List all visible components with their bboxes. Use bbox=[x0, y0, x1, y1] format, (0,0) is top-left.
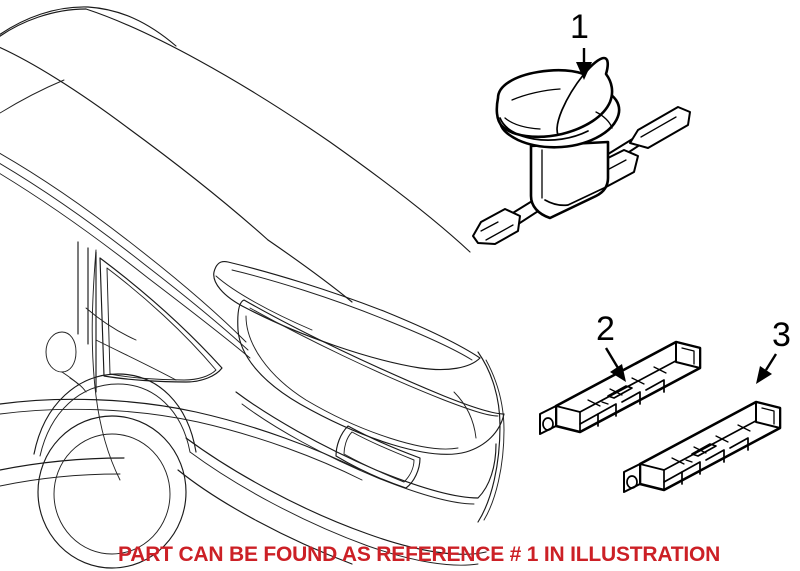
reference-caption: PART CAN BE FOUND AS REFERENCE # 1 IN IL… bbox=[118, 543, 721, 566]
antenna-amplifier-module-upper bbox=[539, 340, 702, 435]
vehicle-outline bbox=[0, 6, 505, 569]
roof-shark-fin-antenna bbox=[472, 56, 691, 245]
antenna-amplifier-module-lower bbox=[623, 400, 782, 493]
callout-2-number: 2 bbox=[596, 310, 615, 348]
callout-1-arrowhead bbox=[576, 62, 592, 80]
callout-3-leader bbox=[764, 353, 778, 371]
callout-1-number: 1 bbox=[570, 8, 589, 46]
callout-1: 1 bbox=[570, 8, 592, 80]
callout-2: 2 bbox=[596, 310, 626, 382]
callout-2-arrowhead bbox=[610, 364, 626, 382]
callout-3-arrowhead bbox=[756, 366, 772, 384]
callout-3-number: 3 bbox=[772, 316, 791, 354]
callout-2-leader bbox=[604, 347, 620, 369]
callout-3: 3 bbox=[756, 316, 791, 384]
